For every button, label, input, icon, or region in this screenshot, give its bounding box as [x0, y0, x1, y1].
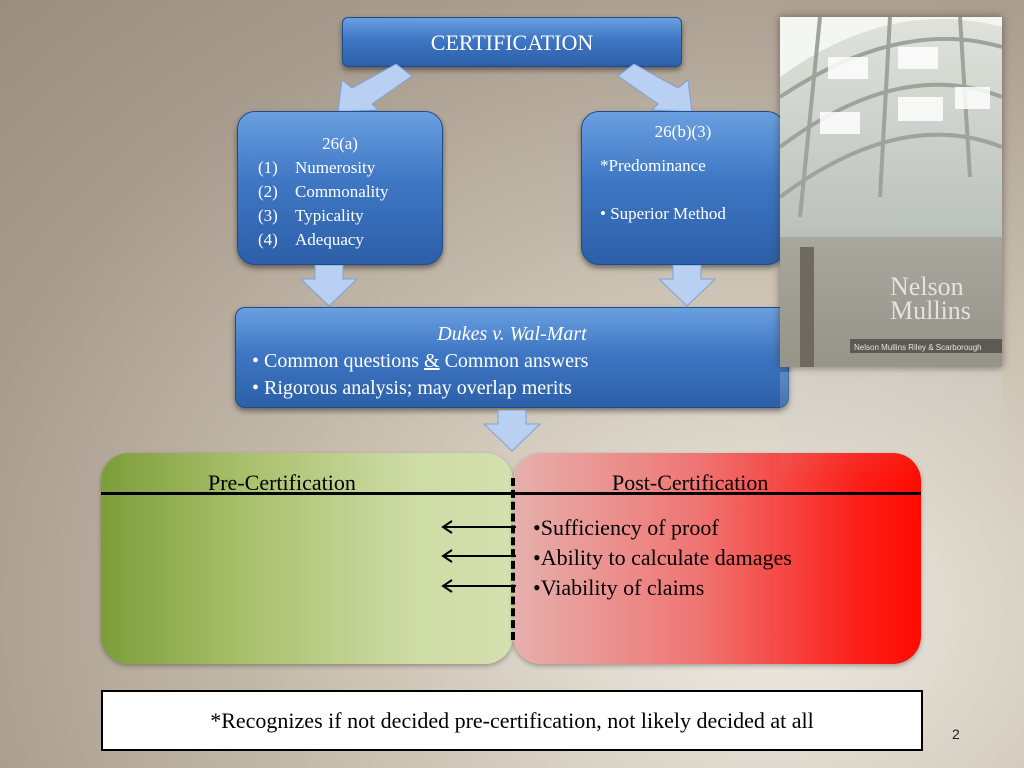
list-item: (4)Adequacy — [258, 230, 364, 249]
pre-certification-title: Pre-Certification — [208, 470, 356, 495]
post-certification-panel — [513, 453, 921, 664]
dashed-divider — [511, 478, 515, 640]
curved-arrow-left — [337, 64, 413, 113]
certification-box: CERTIFICATION — [342, 17, 682, 67]
sign-line1: Nelson — [890, 272, 964, 301]
rule-26b3-title: 26(b)(3) — [654, 122, 712, 141]
curved-arrow-right — [617, 64, 693, 113]
rule-26b3-box: 26(b)(3) *Predominance • Superior Method — [581, 111, 785, 265]
dukes-box: Dukes v. Wal-Mart • Common questions & C… — [235, 307, 789, 408]
photo-reflection — [780, 372, 1002, 482]
atrium-photo: Nelson Mullins Nelson Mullins Riley & Sc… — [778, 16, 1003, 367]
list-item: •Ability to calculate damages — [533, 545, 792, 570]
down-arrow-center — [482, 410, 542, 452]
superior-method-item: • Superior Method — [600, 204, 726, 223]
list-item: •Sufficiency of proof — [533, 515, 719, 540]
down-arrow-right — [657, 265, 717, 307]
predominance-item: *Predominance — [600, 156, 706, 175]
dukes-title: Dukes v. Wal-Mart — [437, 323, 587, 345]
post-certification-list: •Sufficiency of proof •Ability to calcul… — [533, 513, 792, 603]
back-arrows — [441, 520, 516, 593]
sign-subtext: Nelson Mullins Riley & Scarborough — [854, 343, 982, 352]
atrium-photo-image: Nelson Mullins Nelson Mullins Riley & Sc… — [778, 16, 1003, 367]
sign-line2: Mullins — [890, 296, 971, 325]
certification-title: CERTIFICATION — [430, 30, 594, 55]
list-item: •Viability of claims — [533, 575, 705, 600]
list-item: (3)Typicality — [258, 206, 364, 225]
post-certification-title: Post-Certification — [612, 470, 769, 495]
list-item: (2)Commonality — [258, 182, 389, 201]
footer-note: *Recognizes if not decided pre-certifica… — [101, 690, 923, 751]
rule-26a-title: 26(a) — [322, 134, 358, 153]
dukes-point-common: • Common questions & Common answers — [252, 350, 589, 372]
pre-certification-panel — [101, 453, 513, 664]
rule-26a-box: 26(a) (1)Numerosity (2)Commonality (3)Ty… — [237, 111, 443, 265]
rule-26a-list: (1)Numerosity (2)Commonality (3)Typicali… — [238, 156, 442, 252]
page-number: 2 — [952, 726, 960, 742]
list-item: (1)Numerosity — [258, 158, 376, 177]
down-arrow-left — [299, 265, 359, 307]
dukes-point-rigorous: • Rigorous analysis; may overlap merits — [252, 377, 572, 399]
